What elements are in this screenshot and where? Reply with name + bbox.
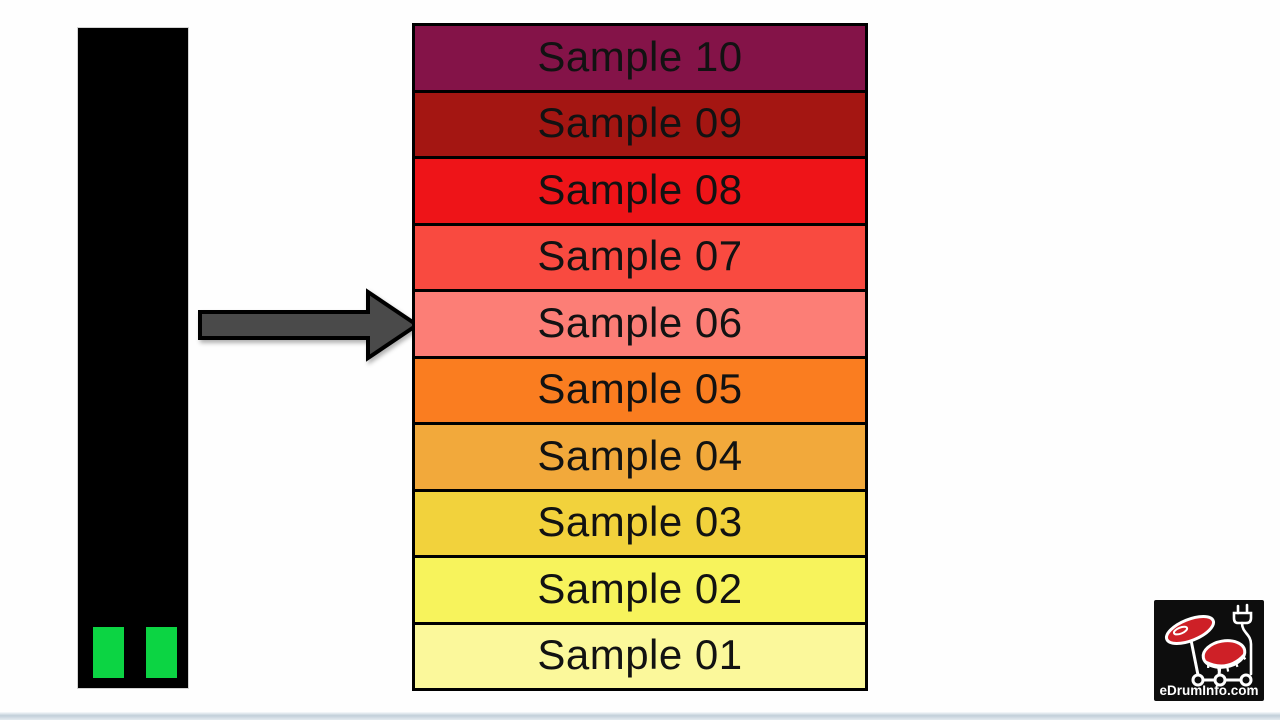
edruminfo-watermark: eDrumInfo.com: [1154, 600, 1264, 701]
watermark-text: eDrumInfo.com: [1159, 683, 1258, 698]
level-meter-bar: [78, 28, 188, 688]
stand-wheels: [1191, 673, 1253, 687]
sample-label: Sample 07: [537, 232, 743, 280]
sample-label: Sample 01: [537, 631, 743, 679]
sample-row: Sample 05: [415, 358, 865, 425]
sample-row: Sample 10: [415, 26, 865, 93]
sample-row: Sample 09: [415, 92, 865, 159]
sample-label: Sample 04: [537, 431, 743, 479]
sample-row: Sample 02: [415, 558, 865, 625]
plug-icon: [1232, 603, 1253, 676]
sample-row: Sample 08: [415, 159, 865, 226]
cymbal-icon: [1164, 614, 1216, 646]
drum-icon: [1201, 639, 1247, 672]
pointer-arrow: [198, 288, 421, 362]
meter-segment-lit: [93, 627, 124, 678]
sample-label: Sample 02: [537, 564, 743, 612]
window-edge-strip: [0, 712, 1280, 720]
sample-stack: Sample 10 Sample 09 Sample 08 Sample 07 Samp…: [412, 23, 868, 691]
sample-row: Sample 07: [415, 225, 865, 292]
sample-label: Sample 09: [537, 99, 743, 147]
sample-row: Sample 03: [415, 491, 865, 558]
meter-segment-lit: [146, 627, 177, 678]
sample-label: Sample 08: [537, 165, 743, 213]
sample-label: Sample 05: [537, 365, 743, 413]
sample-label: Sample 06: [537, 298, 743, 346]
pointer-arrow-shape: [198, 288, 421, 362]
sample-label: Sample 03: [537, 498, 743, 546]
sample-row: Sample 06: [415, 292, 865, 359]
sample-row: Sample 01: [415, 624, 865, 688]
sample-label: Sample 10: [537, 32, 743, 80]
sample-row: Sample 04: [415, 425, 865, 492]
